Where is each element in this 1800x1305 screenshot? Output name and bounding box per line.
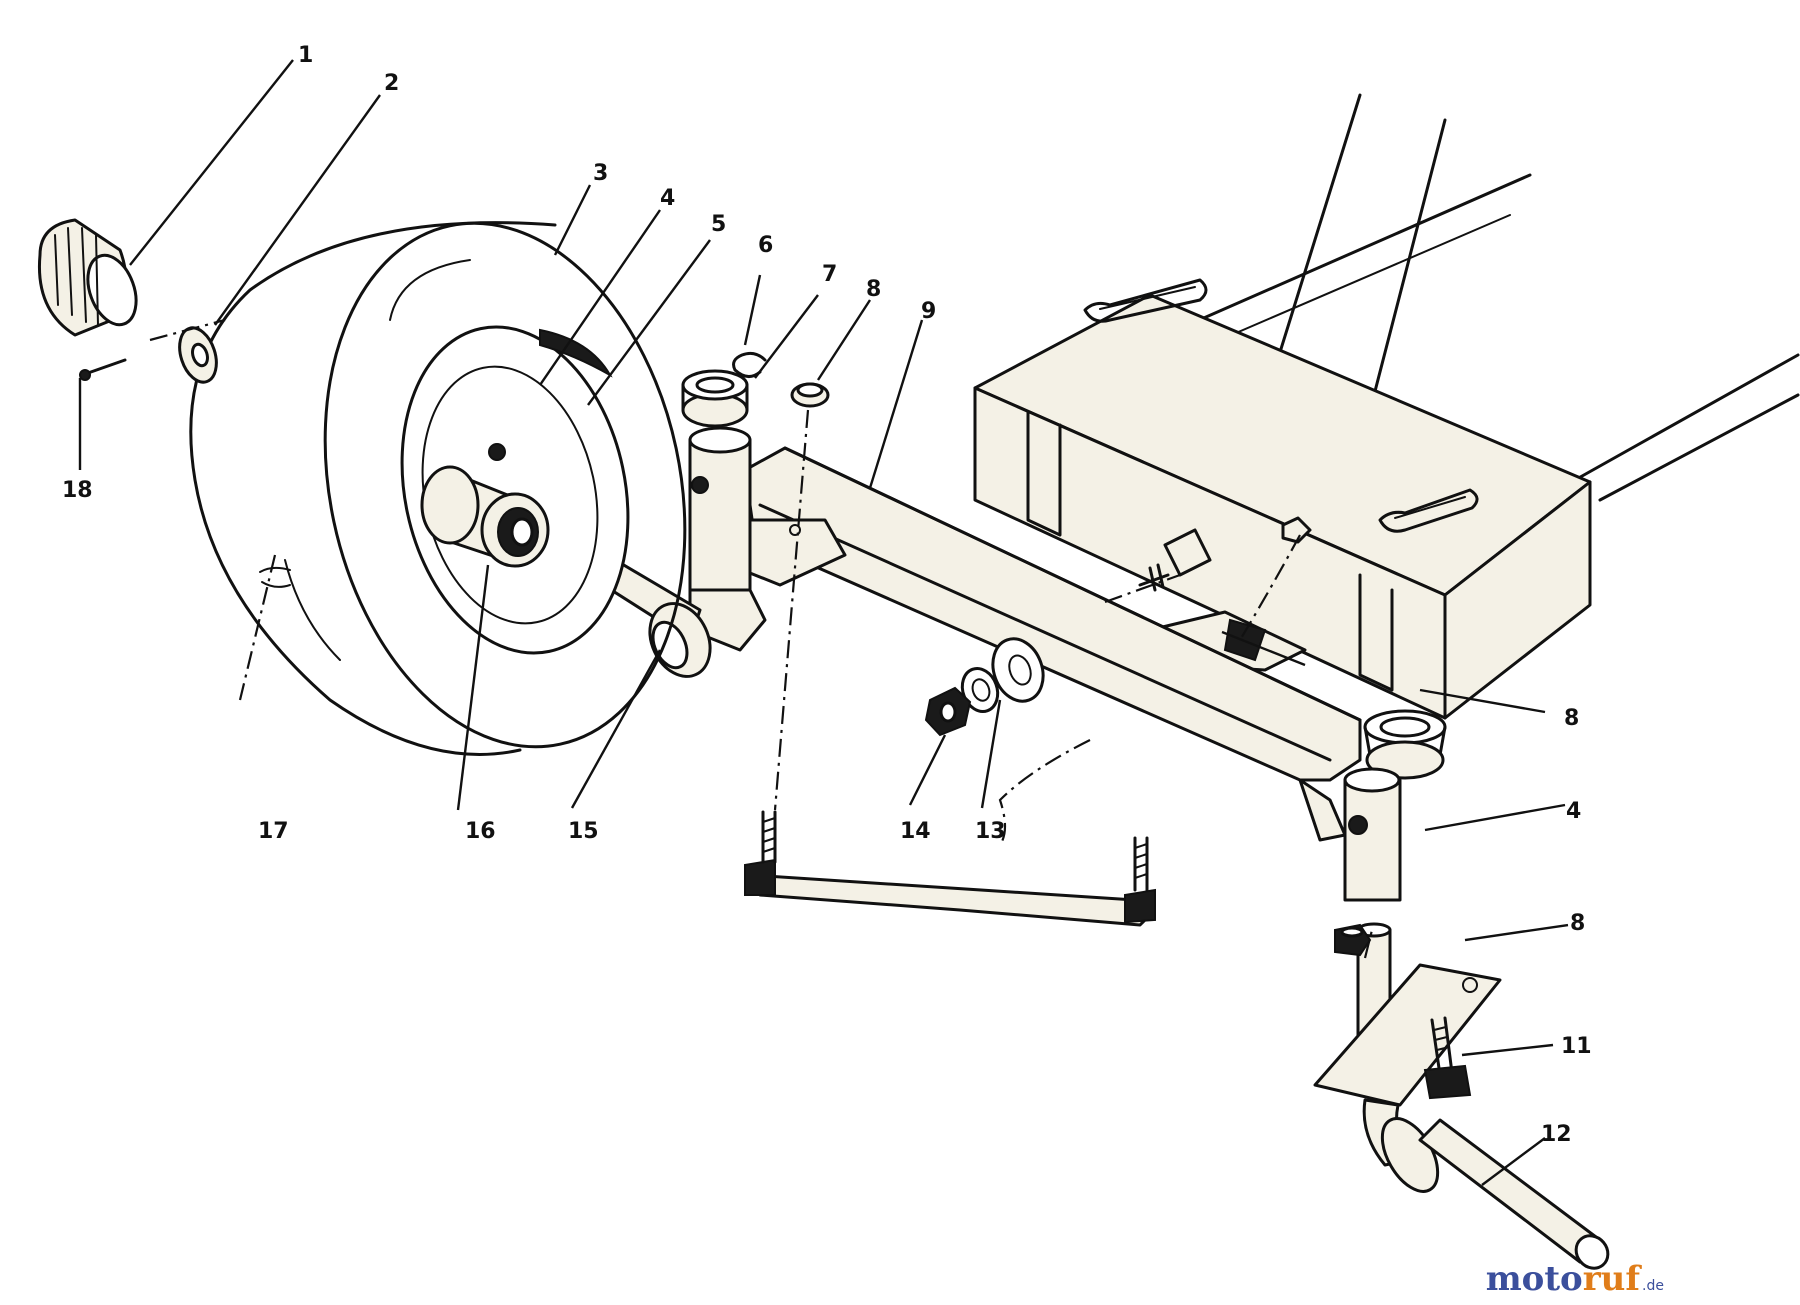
callout-8-frame: 8 <box>1564 706 1579 731</box>
callout-2: 2 <box>384 71 399 96</box>
frame-bolt <box>1138 528 1212 592</box>
callout-18: 18 <box>62 478 93 503</box>
callout-8-lower: 8 <box>1570 911 1585 936</box>
nut-right-b <box>1334 923 1372 957</box>
wheel-washer <box>178 326 218 384</box>
steering-bolt <box>1423 1016 1472 1100</box>
callout-8-top: 8 <box>866 277 881 302</box>
leader-lines <box>78 59 1569 1186</box>
watermark-logo: motoruf .de <box>1486 1259 1664 1299</box>
nut-right-a <box>1281 516 1312 544</box>
callout-3: 3 <box>593 161 608 186</box>
callout-numbers: 1 2 3 4 5 6 7 8 9 18 8 4 8 11 12 17 16 1… <box>62 43 1592 1147</box>
callout-7: 7 <box>822 262 837 287</box>
watermark-part2: ruf <box>1583 1259 1643 1299</box>
callout-4-top: 4 <box>660 186 675 211</box>
watermark-suffix: .de <box>1642 1278 1664 1294</box>
retaining-ring <box>732 351 767 378</box>
callout-12: 12 <box>1541 1122 1572 1147</box>
wheel-rim <box>400 325 630 655</box>
callout-15: 15 <box>568 819 599 844</box>
washer-large <box>991 637 1045 703</box>
callout-4-right: 4 <box>1566 799 1581 824</box>
callout-17: 17 <box>258 819 289 844</box>
cotter-pin <box>79 358 127 381</box>
assembly-centerlines <box>149 318 1374 959</box>
wheel-tire <box>189 221 687 756</box>
hub-cap <box>37 218 138 337</box>
right-spindle-assembly <box>1313 709 1610 1270</box>
callout-6: 6 <box>758 233 773 258</box>
tie-rod <box>744 810 1156 927</box>
callout-9: 9 <box>921 299 936 324</box>
grease-fitting-left <box>790 382 830 408</box>
callout-16: 16 <box>465 819 496 844</box>
callout-13: 13 <box>975 819 1006 844</box>
callout-5: 5 <box>711 212 726 237</box>
callout-14: 14 <box>900 819 931 844</box>
frame-box <box>973 278 1592 720</box>
svg-text:motoruf: motoruf <box>1486 1259 1643 1299</box>
lock-nut <box>924 686 972 737</box>
frame-rail-upper <box>1163 173 1800 502</box>
valve-stem <box>259 566 291 588</box>
callout-11: 11 <box>1561 1034 1592 1059</box>
callout-1: 1 <box>298 43 313 68</box>
front-axle-beam <box>728 446 1362 842</box>
watermark-part1: moto <box>1486 1259 1583 1299</box>
